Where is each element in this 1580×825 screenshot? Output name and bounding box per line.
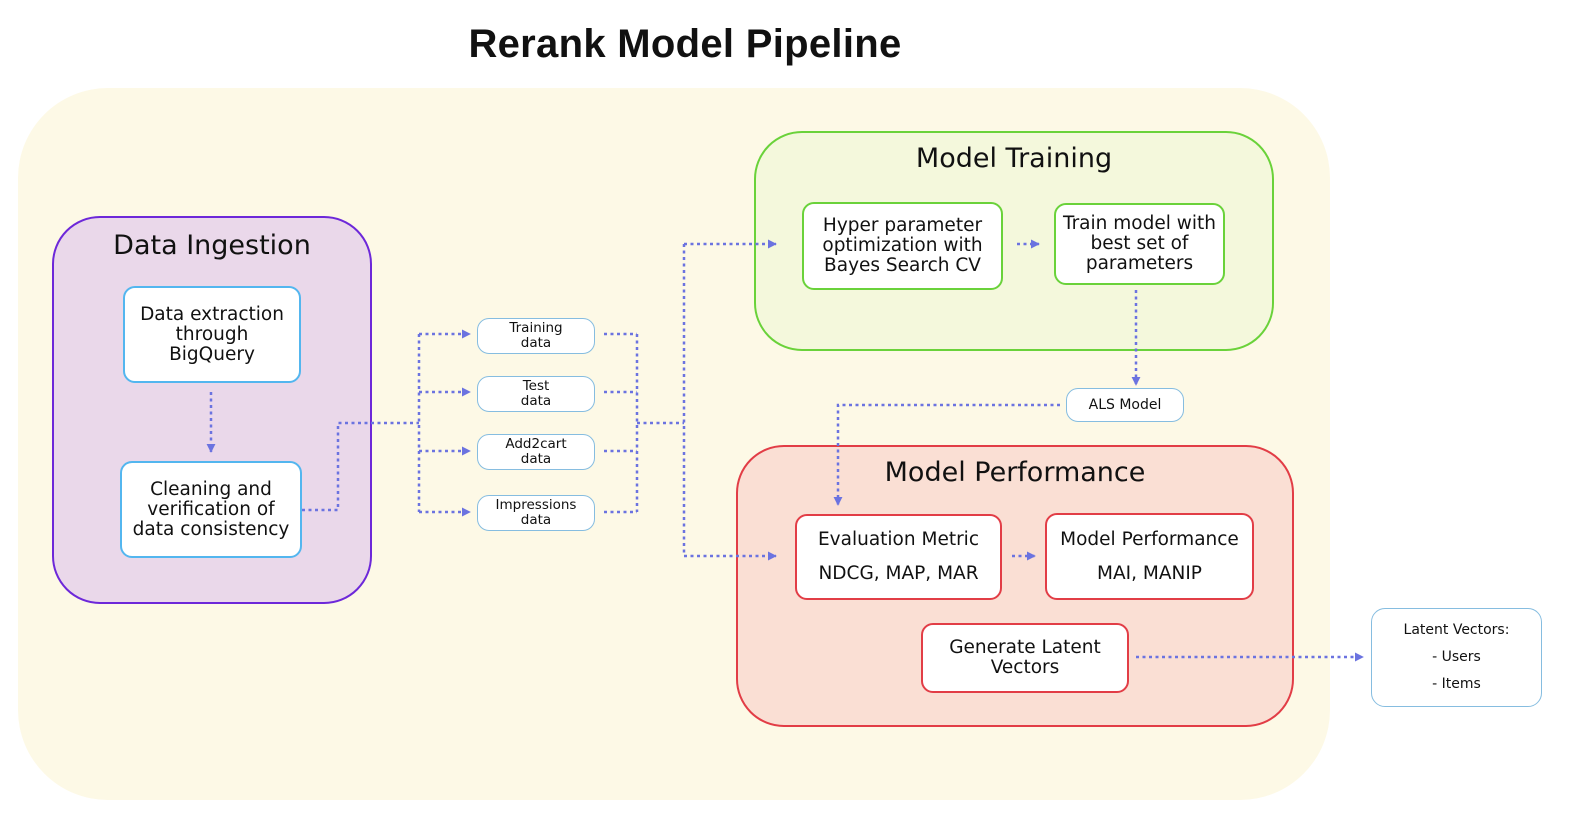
latent-vectors-item: - Items: [1432, 676, 1481, 692]
latent-vectors-item: - Users: [1432, 649, 1481, 665]
train-model-node: Train model with best set of parameters: [1054, 203, 1225, 285]
model-training-title: Model Training: [915, 143, 1113, 174]
hyperparameter-optimization-node: Hyper parameter optimization with Bayes …: [802, 202, 1003, 290]
latent-vectors-title: Latent Vectors:: [1403, 622, 1510, 638]
test-data-node: Test data: [477, 376, 595, 412]
data-extraction-line: Data extraction: [140, 303, 284, 325]
test-data-line: Test: [522, 378, 550, 394]
add2cart-data-node: Add2cart data: [477, 434, 595, 470]
evaluation-metric-title: Evaluation Metric: [817, 529, 979, 550]
data-extraction-line: BigQuery: [169, 343, 255, 365]
train-model-line: parameters: [1085, 253, 1194, 274]
impressions-data-line: data: [520, 512, 552, 528]
hyperparameter-line: optimization with: [822, 235, 983, 256]
als-model-node: ALS Model: [1066, 388, 1184, 422]
cleaning-line: Cleaning and: [150, 478, 272, 500]
hyperparameter-line: Bayes Search CV: [824, 255, 981, 276]
als-model-label: ALS Model: [1088, 396, 1162, 413]
cleaning-line: verification of: [147, 498, 275, 520]
model-performance-values: MAI, MANIP: [1097, 562, 1202, 584]
data-ingestion-title: Data Ingestion: [113, 230, 311, 261]
data-extraction-line: through: [175, 323, 249, 345]
model-performance-title: Model Performance: [884, 457, 1146, 488]
impressions-data-node: Impressions data: [477, 495, 595, 531]
evaluation-metric-node: Evaluation Metric NDCG, MAP, MAR: [795, 514, 1002, 600]
train-model-line: Train model with: [1062, 213, 1216, 234]
latent-vectors-output: Latent Vectors: - Users - Items: [1371, 608, 1542, 707]
hyperparameter-line: Hyper parameter: [822, 215, 983, 236]
evaluation-metric-values: NDCG, MAP, MAR: [818, 563, 979, 584]
generate-latent-line: Generate Latent: [949, 637, 1101, 658]
cleaning-line: data consistency: [132, 518, 290, 540]
model-performance-node-title: Model Performance: [1060, 528, 1239, 550]
generate-latent-line: Vectors: [990, 657, 1060, 678]
data-extraction-node: Data extraction through BigQuery: [123, 286, 301, 383]
als-to-evaluation-arrow: [833, 403, 1060, 506]
model-performance-node: Model Performance MAI, MANIP: [1045, 513, 1254, 600]
cleaning-verification-node: Cleaning and verification of data consis…: [120, 461, 302, 558]
diagram-title: Rerank Model Pipeline: [468, 22, 902, 66]
add2cart-data-line: data: [520, 451, 552, 467]
cleaning-to-datasets-connector: [302, 421, 419, 512]
test-data-line: data: [520, 393, 552, 409]
train-model-line: best set of: [1090, 233, 1189, 254]
training-data-line: data: [520, 335, 552, 351]
generate-latent-vectors-node: Generate Latent Vectors: [921, 623, 1129, 693]
training-data-line: Training: [509, 320, 563, 336]
training-data-node: Training data: [477, 318, 595, 354]
add2cart-data-line: Add2cart: [505, 436, 567, 452]
impressions-data-line: Impressions: [495, 497, 577, 513]
